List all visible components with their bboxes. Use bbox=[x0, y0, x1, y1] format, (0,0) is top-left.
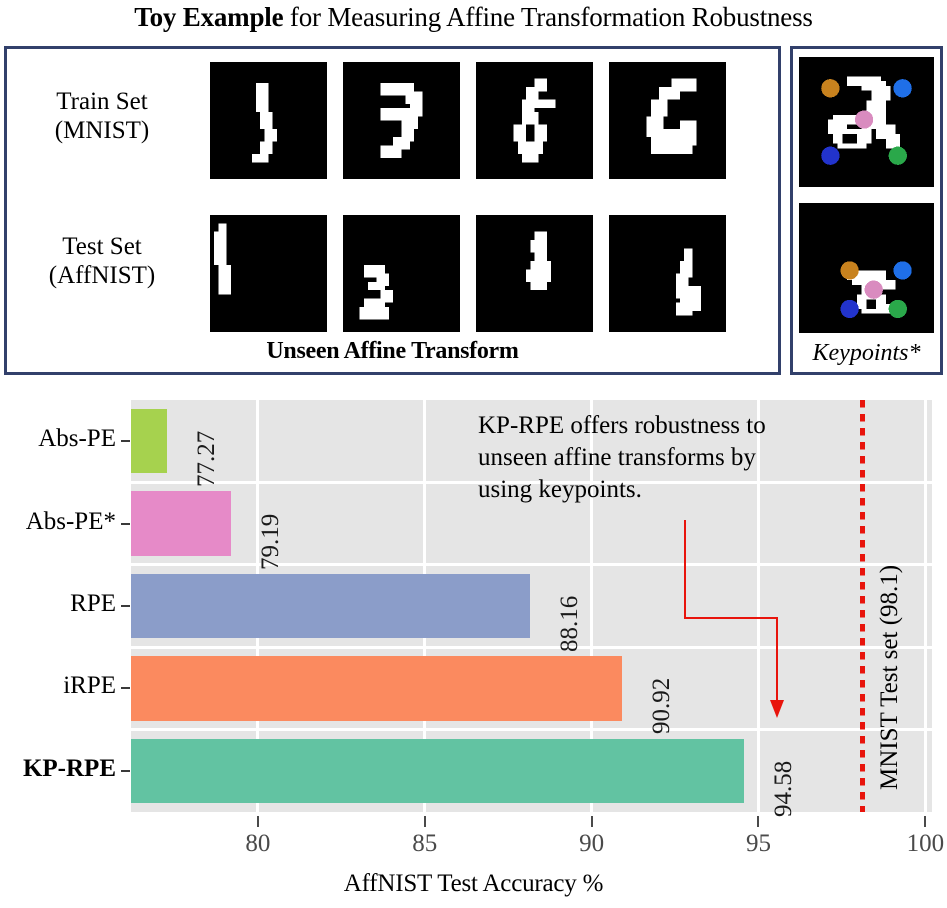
test-digit-image-3 bbox=[476, 215, 593, 332]
train-set-label-line2: (MNIST) bbox=[54, 116, 150, 144]
bar-irpe[interactable] bbox=[131, 656, 623, 721]
test-digit-image-1 bbox=[210, 215, 327, 332]
gridline-horizontal bbox=[131, 728, 932, 732]
x-tick-mark bbox=[757, 816, 760, 827]
x-tick-label: 90 bbox=[579, 830, 605, 857]
x-tick-mark bbox=[256, 816, 259, 827]
gridline-vertical bbox=[923, 400, 927, 812]
gridline-horizontal bbox=[131, 563, 932, 567]
x-tick-label: 100 bbox=[906, 830, 945, 857]
x-tick-label: 85 bbox=[412, 830, 438, 857]
train-digit-image-3 bbox=[476, 62, 593, 179]
figure-title-bold: Toy Example bbox=[134, 2, 284, 32]
bar-kp-rpe[interactable] bbox=[131, 738, 745, 803]
category-label-abs-pe: Abs-PE* bbox=[25, 507, 116, 535]
x-axis-title: AffNIST Test Accuracy % bbox=[343, 870, 604, 897]
category-label-kp-rpe: KP-RPE bbox=[22, 754, 116, 782]
gridline-vertical bbox=[756, 400, 760, 812]
figure-title: Toy Example for Measuring Affine Transfo… bbox=[0, 2, 947, 33]
category-label-abs-pe: Abs-PE bbox=[38, 425, 116, 453]
test-set-label: Test Set (AffNIST) bbox=[2, 233, 202, 290]
mnist-reference-line bbox=[859, 400, 865, 812]
category-tick bbox=[121, 769, 130, 772]
category-label-rpe: RPE bbox=[70, 590, 116, 617]
gridline-vertical bbox=[590, 400, 594, 812]
test-digit-image-4 bbox=[609, 215, 726, 332]
keypoints-image-train bbox=[799, 57, 934, 187]
unseen-transform-caption: Unseen Affine Transform bbox=[266, 338, 519, 364]
train-digit-image-4 bbox=[609, 62, 726, 179]
bar-rpe[interactable] bbox=[131, 573, 531, 639]
train-digit-image-1 bbox=[210, 62, 327, 179]
annotation-text: KP-RPE offers robustness to unseen affin… bbox=[478, 412, 766, 503]
gridline-horizontal bbox=[131, 480, 932, 484]
plot-area bbox=[131, 400, 932, 812]
gridline-horizontal bbox=[131, 645, 932, 649]
keypoints-image-test bbox=[799, 203, 934, 333]
category-tick bbox=[121, 605, 130, 607]
category-label-irpe: iRPE bbox=[63, 672, 116, 700]
x-tick-label: 80 bbox=[245, 830, 271, 857]
keypoints-caption: Keypoints* bbox=[812, 340, 921, 366]
train-set-label: Train Set (MNIST) bbox=[2, 88, 202, 145]
test-set-label-line1: Test Set bbox=[62, 233, 142, 260]
x-tick-mark bbox=[924, 816, 927, 827]
bar-abs-pe[interactable] bbox=[131, 491, 231, 556]
category-tick bbox=[121, 522, 130, 525]
train-set-label-line1: Train Set bbox=[56, 88, 148, 115]
test-digit-image-2 bbox=[343, 215, 460, 332]
category-tick bbox=[121, 687, 130, 690]
train-digit-image-2 bbox=[343, 62, 460, 179]
x-tick-mark bbox=[423, 816, 426, 827]
category-tick bbox=[121, 440, 130, 443]
figure-title-rest: for Measuring Affine Transformation Robu… bbox=[283, 2, 813, 32]
bar-abs-pe[interactable] bbox=[131, 409, 167, 474]
test-set-label-line2: (AffNIST) bbox=[48, 261, 156, 289]
x-tick-mark bbox=[590, 816, 593, 827]
annotation-arrow bbox=[684, 520, 784, 718]
x-tick-label: 95 bbox=[745, 830, 771, 857]
